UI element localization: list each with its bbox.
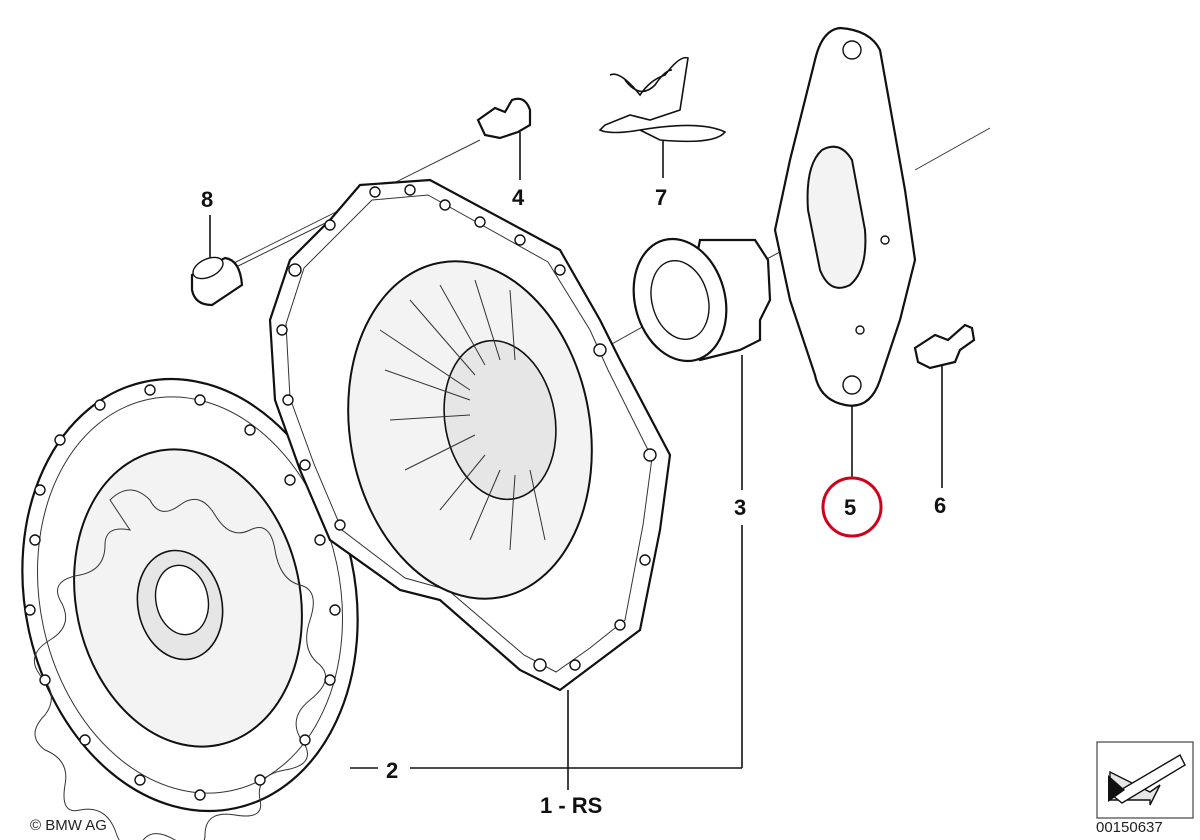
callout-7: 7 <box>655 185 667 210</box>
spring-clip <box>598 56 727 143</box>
callout-4: 4 <box>512 185 525 210</box>
release-bearing <box>632 237 772 363</box>
image-code: 00150637 <box>1096 819 1163 836</box>
leader-lines <box>209 132 943 790</box>
callout-3: 3 <box>734 495 746 520</box>
guide-plate <box>773 26 917 407</box>
pin <box>913 323 976 370</box>
highlight-ring <box>821 476 883 538</box>
pressure-plate <box>268 178 672 692</box>
sleeve <box>190 256 244 307</box>
direction-arrow-icon <box>1096 741 1194 819</box>
clutch-disc <box>21 377 359 840</box>
callout-2: 2 <box>386 758 398 783</box>
callout-5: 5 <box>844 495 856 520</box>
callout-6: 6 <box>934 493 946 518</box>
callout-1-rs: 1 - RS <box>540 793 602 818</box>
copyright-text: © BMW AG <box>30 817 107 834</box>
bolt <box>476 97 532 140</box>
callout-8: 8 <box>201 187 213 212</box>
